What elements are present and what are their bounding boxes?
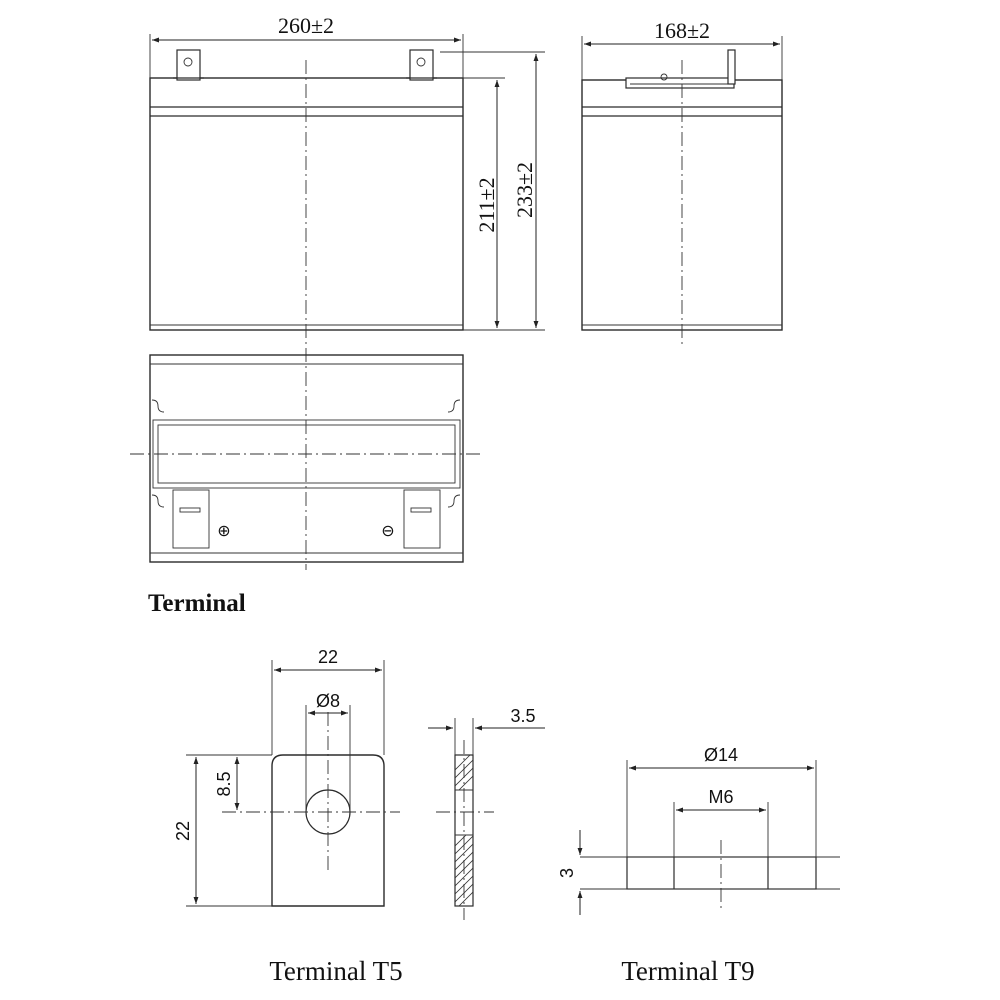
top-terminal-negative (403, 489, 441, 549)
t9-body (626, 856, 817, 890)
side-width-dim: 168±2 (654, 18, 710, 43)
t5-width-dim: 22 (318, 647, 338, 667)
terminal-t5: 22 Ø8 8.5 22 (173, 647, 545, 986)
front-inner-height-dim: 211±2 (474, 177, 499, 232)
t5-thickness-dim: 3.5 (510, 706, 535, 726)
side-terminal (625, 49, 736, 89)
front-view: 260±2 211±2 233±2 (149, 13, 545, 570)
top-body (149, 354, 464, 563)
t9-height-dim: 3 (557, 868, 577, 878)
t5-section: 3.5 (428, 706, 545, 920)
terminal-section-title: Terminal (148, 590, 246, 617)
front-terminal-left (173, 49, 204, 81)
front-body (149, 77, 464, 331)
t5-hole-dia-dim: Ø8 (316, 691, 340, 711)
t9-outer-dia-dim: Ø14 (704, 745, 738, 765)
positive-symbol: ⊕ (217, 523, 230, 540)
negative-symbol: ⊖ (381, 523, 394, 540)
t5-caption: Terminal T5 (269, 956, 402, 986)
t9-caption: Terminal T9 (621, 956, 754, 986)
front-terminal-right (406, 49, 437, 81)
front-width-dim: 260±2 (278, 13, 334, 38)
front-total-height-dim: 233±2 (512, 162, 537, 218)
top-view: ⊕ ⊖ (130, 354, 480, 563)
t5-plate (271, 754, 385, 907)
t9-thread-dim: M6 (708, 787, 733, 807)
side-view: 168±2 (581, 18, 783, 348)
t5-hole-offset-dim: 8.5 (214, 771, 234, 796)
top-terminal-positive (172, 489, 210, 549)
terminal-t9: Ø14 M6 3 Terminal T9 (557, 745, 840, 986)
t5-height-dim: 22 (173, 821, 193, 841)
